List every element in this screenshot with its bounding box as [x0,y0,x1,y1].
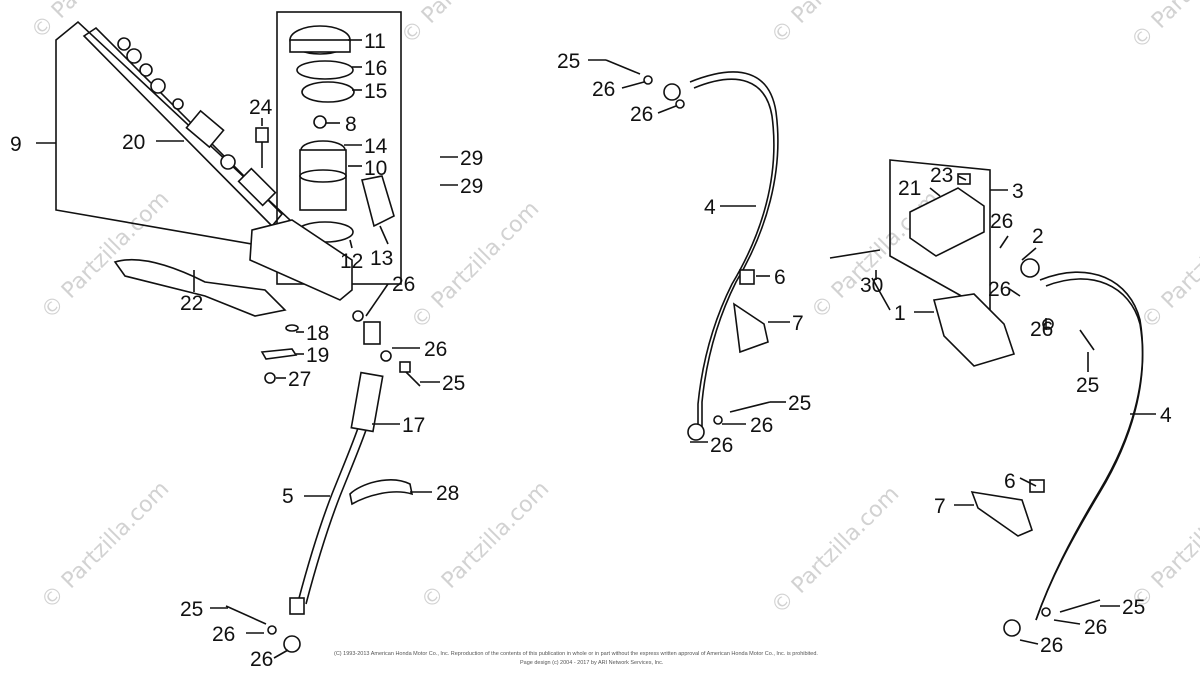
callout-6: 6 [1004,470,1016,493]
page-design-credit: Page design (c) 2004 - 2017 by ARI Netwo… [520,660,664,666]
callout-5: 5 [282,485,294,508]
callout-8: 8 [345,113,357,136]
callout-26: 26 [212,623,235,646]
brake-light-switch [1020,258,1040,278]
hose-clip [739,269,755,285]
piston-parts [117,37,277,207]
callout-11: 11 [364,30,386,53]
hose-clamp [349,479,414,506]
watermark: © Partzilla.com [1127,0,1200,54]
three-way-joint [909,187,985,257]
callout-27: 27 [288,368,311,391]
leader-lines [36,39,1156,659]
copyright-line: (C) 1993-2013 American Honda Motor Co., … [334,651,818,657]
callout-4: 4 [1160,404,1172,427]
master-cylinder-body [249,219,353,301]
left-brake-hose-edge [693,78,775,432]
callout-7: 7 [792,312,804,335]
callout-26: 26 [1030,318,1053,341]
callout-25: 25 [557,50,580,73]
callout-29: 29 [460,175,483,198]
callout-14: 14 [364,135,388,158]
callout-26: 26 [424,338,447,361]
callout-24: 24 [249,96,273,119]
callout-13: 13 [370,247,393,270]
reservoir-stack [276,11,402,285]
callout-20: 20 [122,131,145,154]
callout-26: 26 [990,210,1013,233]
callout-26: 26 [750,414,773,437]
hose-clip [1029,479,1045,493]
callout-21: 21 [898,177,921,200]
callout-6: 6 [774,266,786,289]
callout-26: 26 [630,103,653,126]
hose-bracket [970,490,1033,537]
callout-26: 26 [392,273,415,296]
callout-26: 26 [592,78,615,101]
hose-boot [350,371,384,433]
bleeder-bolt [255,127,269,168]
callout-1: 1 [894,302,906,325]
callout-labels: 9 20 24 11 16 15 8 14 10 29 29 12 13 22 … [10,30,1172,671]
callout-7: 7 [934,495,946,518]
lever-pivot-hardware [260,324,299,384]
watermark: © Partzilla.com [37,477,175,615]
watermark: © Partzilla.com [37,187,175,325]
callout-23: 23 [930,164,953,187]
callout-26: 26 [710,434,733,457]
left-brake-hose [689,71,779,432]
callout-10: 10 [364,157,387,180]
callout-26: 26 [1040,634,1063,657]
callout-3: 3 [1012,180,1024,203]
callout-29: 29 [460,147,483,170]
piston-kit-inner-outline [82,26,284,228]
banjo-eye [687,423,705,441]
left-master-cylinder-assembly [55,11,421,653]
callout-12: 12 [340,250,363,273]
callout-25: 25 [180,598,203,621]
right-brake-hose-edge [1035,278,1144,621]
hose-bracket [732,302,769,354]
watermark: © Partzilla.com [1137,197,1200,335]
watermark: © Partzilla.com [767,0,905,49]
joint-bracket [932,293,1016,367]
callout-25: 25 [1122,596,1145,619]
upper-banjo-fitting [352,310,421,387]
banjo-eye [663,83,681,101]
watermark: © Partzilla.com [407,197,545,335]
banjo-eye [1003,619,1021,637]
watermark: © Partzilla.com [397,0,535,49]
callout-28: 28 [436,482,459,505]
piston-kit-outline [55,20,291,249]
callout-4: 4 [704,196,716,219]
callout-16: 16 [364,57,387,80]
callout-15: 15 [364,80,387,103]
callout-25: 25 [442,372,465,395]
callout-22: 22 [180,292,203,315]
callout-26: 26 [1084,616,1107,639]
callout-25: 25 [1076,374,1099,397]
copyright-footer: (C) 1993-2013 American Honda Motor Co., … [334,651,818,666]
callout-25: 25 [788,392,811,415]
callout-19: 19 [306,344,329,367]
lower-banjo-fitting [225,597,305,653]
callout-17: 17 [402,414,425,437]
brake-lever [113,259,287,317]
callout-30: 30 [860,274,883,297]
callout-2: 2 [1032,225,1044,248]
callout-26: 26 [250,648,273,671]
right-brake-line-assembly [605,59,1144,637]
callout-26: 26 [988,278,1011,301]
watermark: © Partzilla.com [1127,477,1200,615]
watermark: © Partzilla.com [767,482,905,620]
callout-18: 18 [306,322,329,345]
callout-9: 9 [10,133,22,156]
